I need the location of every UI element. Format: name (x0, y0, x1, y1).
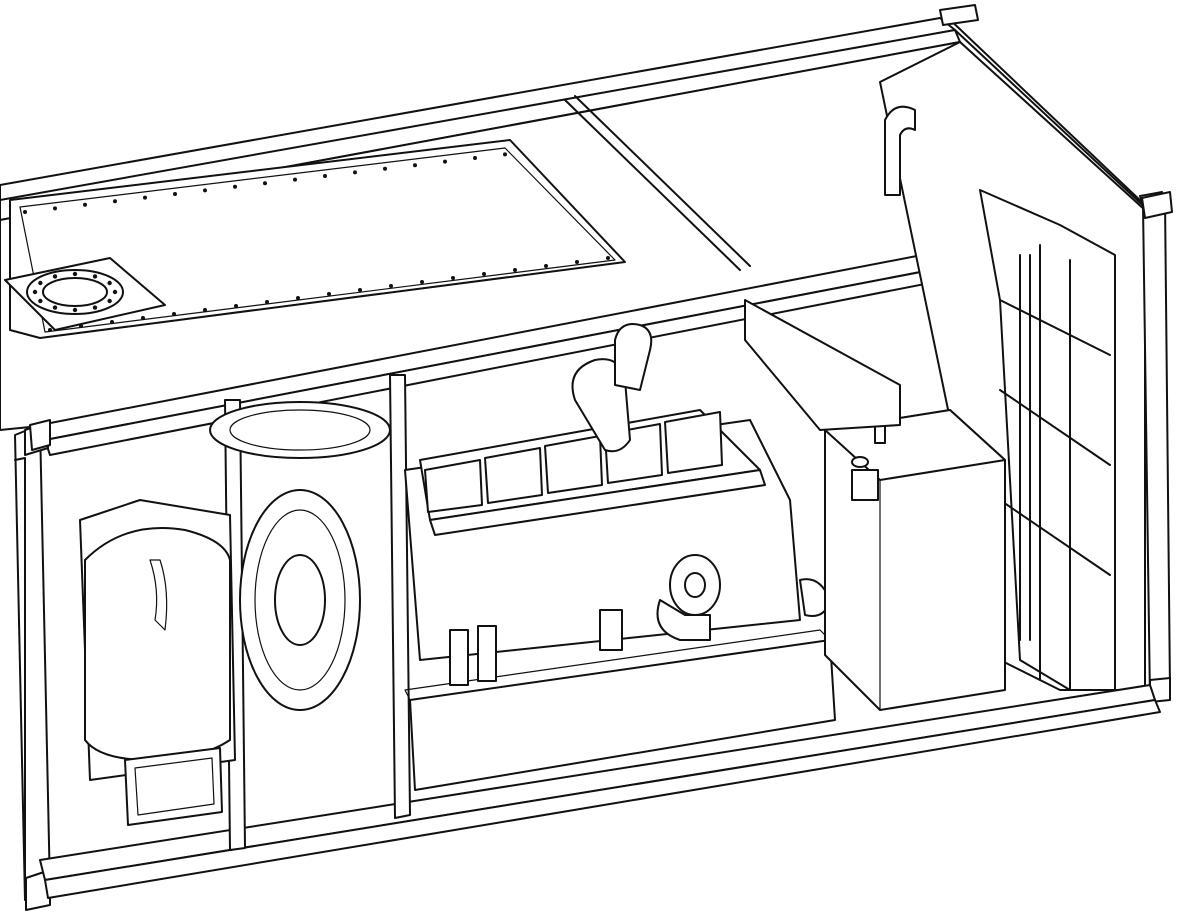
rivet (107, 280, 112, 286)
rivet (48, 328, 52, 332)
rivet (113, 199, 117, 204)
rivet (353, 170, 357, 175)
alternator (79, 489, 361, 826)
rivet (141, 316, 145, 320)
rivet (52, 274, 58, 279)
rivet (263, 181, 267, 186)
rivet (92, 305, 98, 310)
rivet (389, 284, 393, 288)
rivet (83, 202, 87, 207)
rivet (606, 256, 610, 260)
lift-lugs (29, 4, 1173, 451)
rivet (296, 296, 300, 300)
rivet (234, 304, 238, 308)
panel-rivets (23, 152, 610, 332)
rivet (473, 156, 477, 160)
rivet (203, 188, 207, 193)
rivet (383, 166, 387, 171)
rivet (451, 276, 455, 280)
container-front-frame (14, 374, 1161, 911)
rivet (482, 272, 486, 276)
rivet (173, 192, 177, 196)
rivet (420, 280, 424, 284)
rivet (172, 312, 176, 316)
rivet (38, 298, 43, 304)
rivet (575, 260, 579, 264)
rivet (23, 210, 27, 214)
rivet (53, 206, 57, 211)
engine-block (209, 323, 836, 791)
rivet (413, 163, 417, 168)
rivet (323, 174, 327, 178)
mounting-bracket (744, 299, 901, 431)
rivet (327, 292, 331, 296)
rivet (112, 289, 118, 295)
rivet (107, 298, 112, 304)
rivet (203, 308, 207, 312)
rivet (110, 320, 114, 324)
day-tank (824, 409, 1006, 711)
rivet (358, 288, 362, 292)
rivet (513, 268, 517, 272)
rivet (72, 271, 78, 277)
rivet (233, 184, 237, 189)
rivet (92, 274, 98, 279)
rivet (503, 152, 507, 157)
rivet (38, 280, 43, 286)
rivet (143, 195, 147, 200)
exhaust-flange (4, 257, 166, 331)
rivet (293, 177, 297, 182)
rivet (265, 300, 269, 304)
rivet (52, 305, 58, 310)
rivet (544, 264, 548, 268)
rivet (72, 307, 78, 313)
rivet (79, 324, 83, 328)
rivet (32, 289, 38, 295)
rivet (443, 159, 447, 164)
radiator-end (879, 41, 1171, 703)
